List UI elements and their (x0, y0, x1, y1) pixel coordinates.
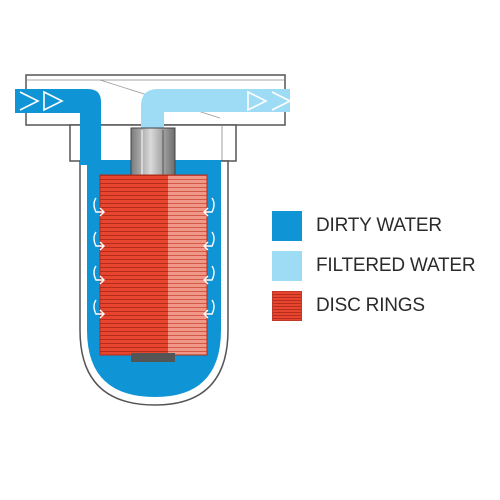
legend-label: DIRTY WATER (316, 215, 442, 236)
inlet-channel (15, 89, 101, 165)
legend-item-disc-rings: DISC RINGS (272, 290, 475, 322)
spindle (130, 127, 176, 179)
legend-label: FILTERED WATER (316, 255, 476, 276)
outlet-channel (141, 89, 290, 170)
flow-arrow-icon (19, 91, 292, 111)
legend: DIRTY WATER FILTERED WATER DISC RINGS (272, 210, 476, 330)
curved-flow-arrow-icon (93, 197, 215, 319)
disc-ring-stack (99, 174, 208, 356)
disc-rings-swatch (272, 291, 302, 321)
dirty-water-swatch (272, 211, 302, 241)
legend-item-filtered-water: FILTERED WATER (272, 250, 476, 282)
spindle-cap (131, 353, 175, 362)
legend-item-dirty-water: DIRTY WATER (272, 210, 475, 242)
filtered-water-swatch (272, 251, 302, 281)
legend-label: DISC RINGS (316, 295, 425, 316)
flow-arrow-icon (43, 90, 268, 112)
